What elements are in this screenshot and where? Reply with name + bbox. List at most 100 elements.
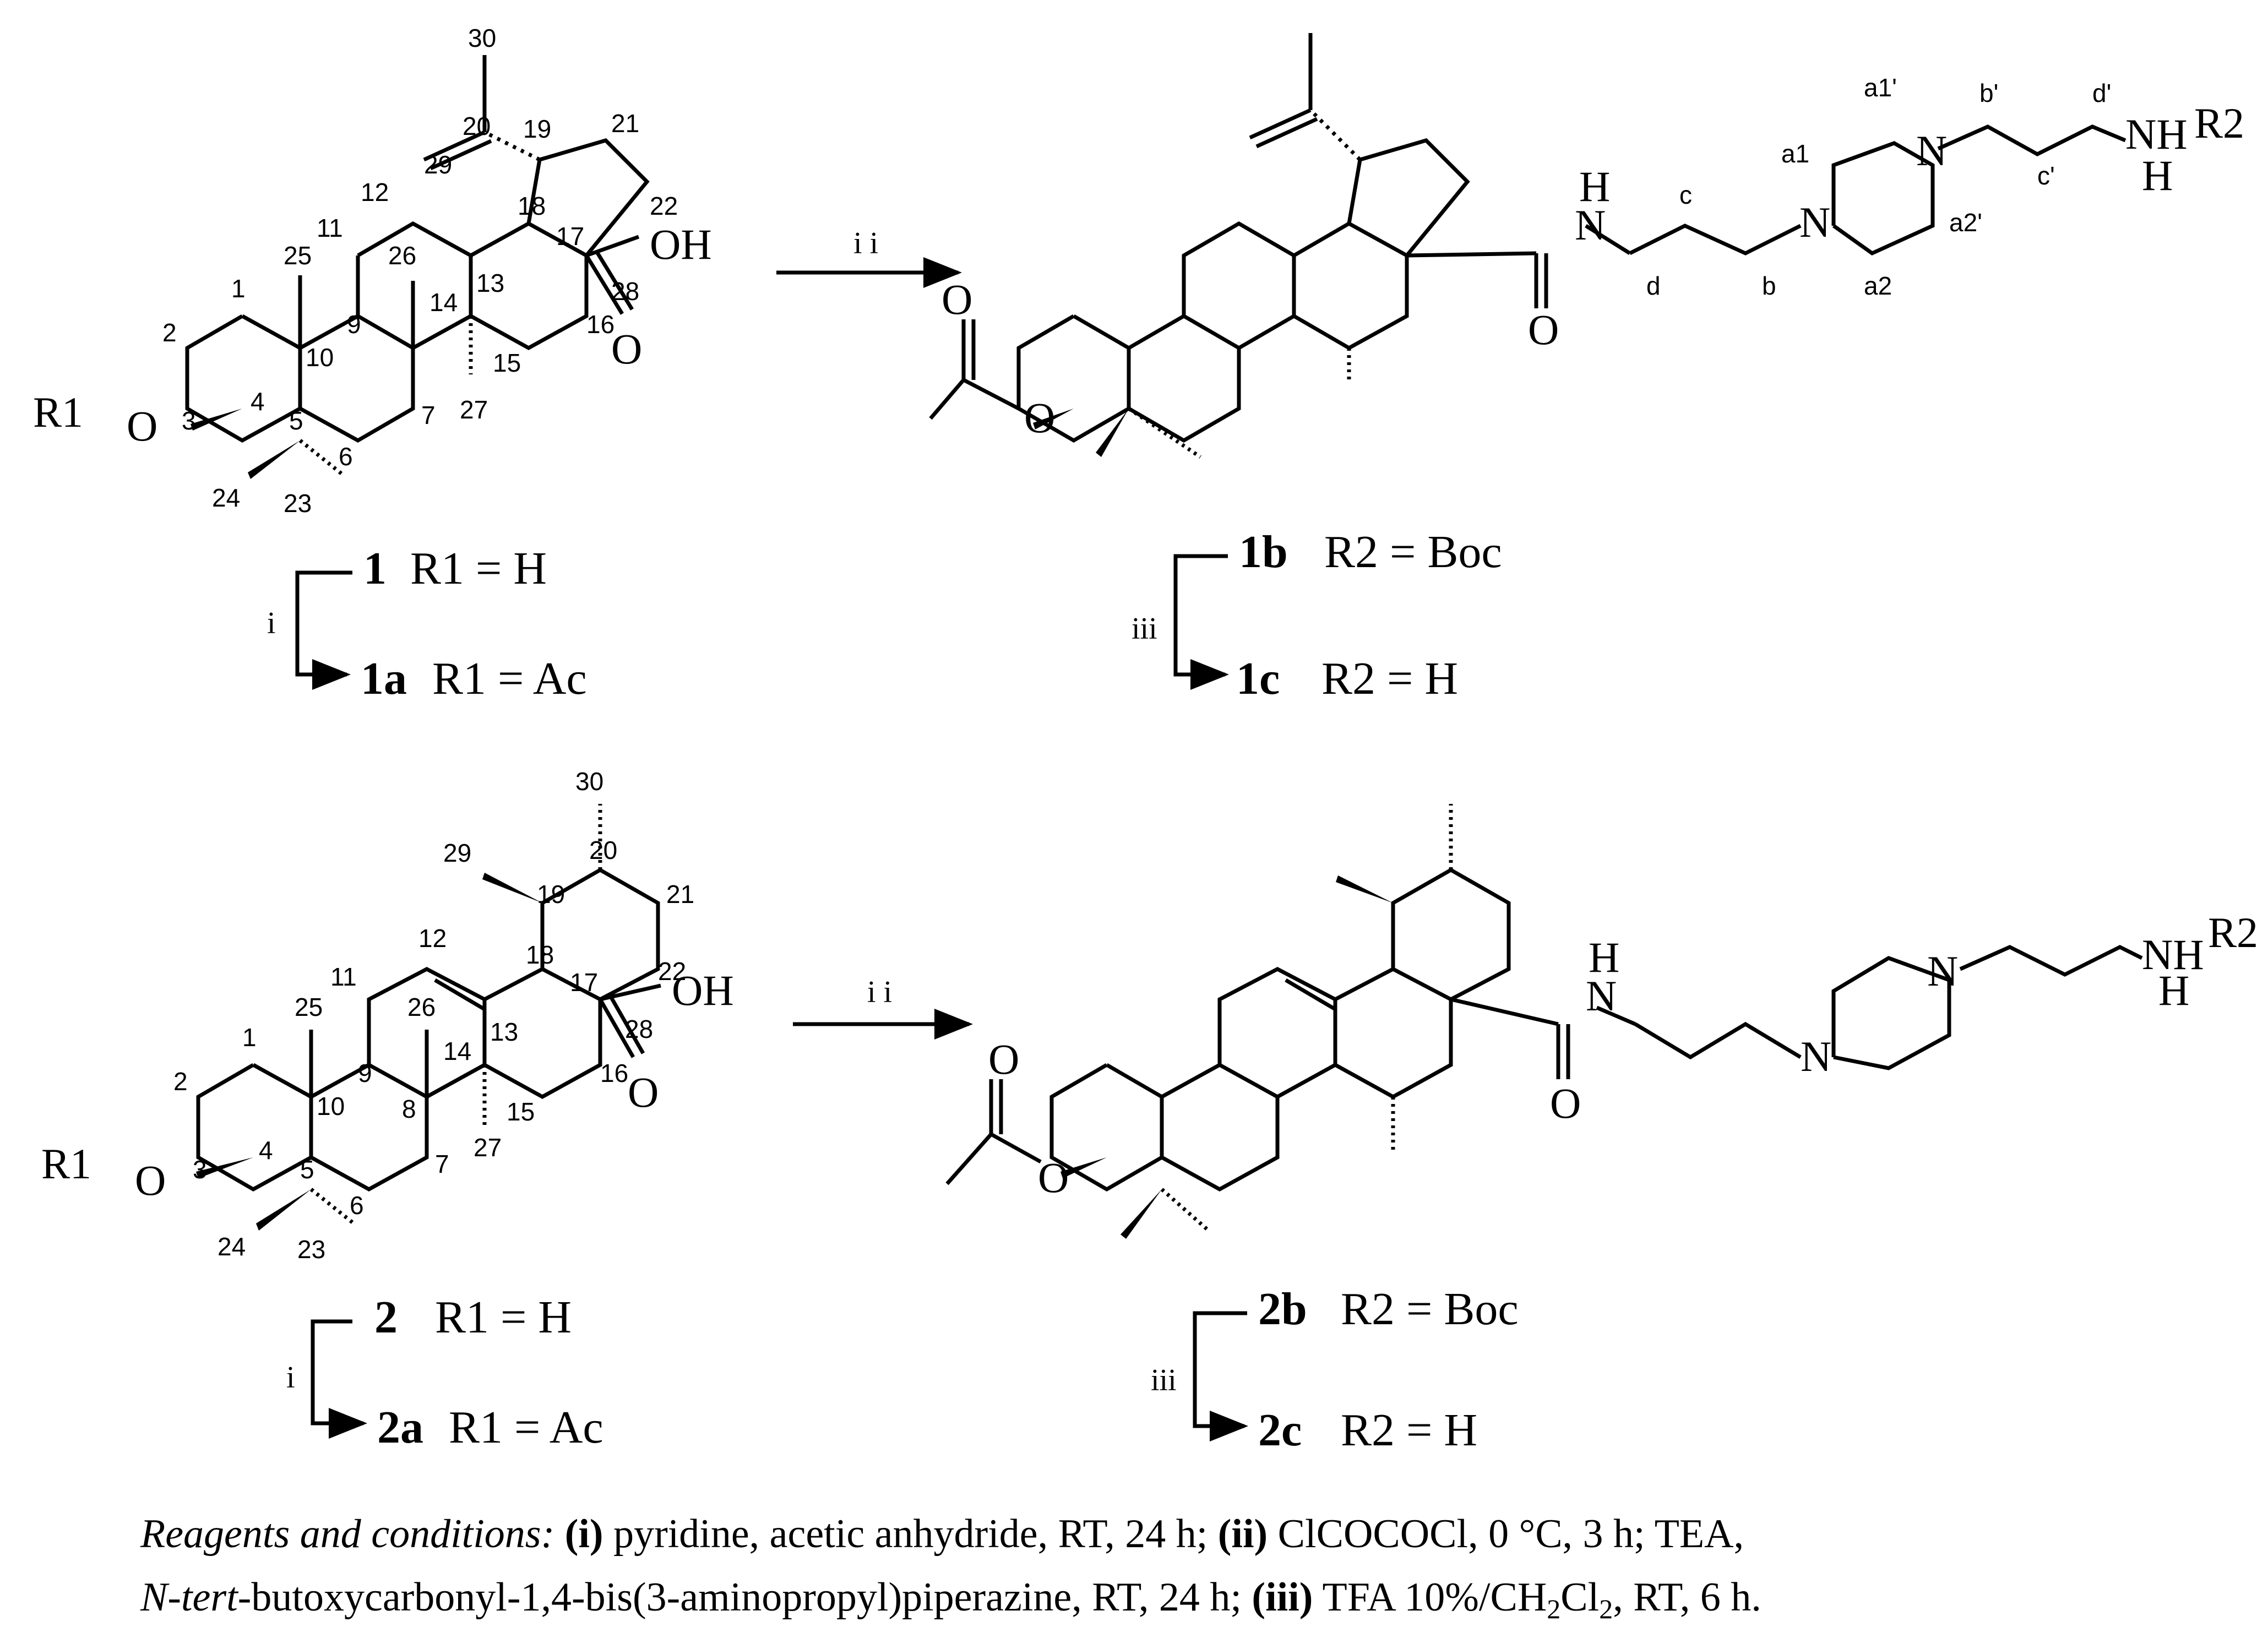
atom-o: O	[1024, 394, 1055, 442]
carbon-number: 1	[231, 274, 246, 303]
carbon-number: 14	[429, 288, 458, 317]
carbon-number: 28	[625, 1015, 653, 1043]
atom-oh: OH	[672, 966, 734, 1014]
carbon-number: 29	[424, 150, 452, 179]
carbon-number: 12	[418, 924, 447, 953]
compound-r1: R1 = H	[435, 1292, 572, 1343]
step-i-label: (i)	[565, 1511, 603, 1557]
carbon-number: 21	[666, 880, 694, 908]
chain-label: c	[1679, 181, 1692, 209]
chain-label: a1	[1781, 139, 1809, 168]
carbon-number: 28	[611, 277, 639, 306]
conditions-heading: Reagents and conditions:	[140, 1511, 554, 1557]
atom-n: N	[1927, 947, 1958, 995]
reaction-arrow-ii-top: i i	[776, 226, 962, 288]
compound-id: 1a	[361, 653, 407, 704]
carbon-number: 22	[650, 192, 678, 220]
carbon-number: 4	[251, 387, 265, 416]
reagent-name: -butoxycarbonyl-1,4-bis(3-aminopropyl)pi…	[238, 1575, 1252, 1620]
reagents-and-conditions-caption: Reagents and conditions: (i) pyridine, a…	[140, 1511, 1761, 1624]
compound-list-2b: iii 2b R2 = Boc 2c R2 = H	[1151, 1283, 1519, 1456]
chain-label: a2	[1864, 271, 1892, 300]
atom-h: H	[2158, 966, 2189, 1014]
carbon-number: 23	[297, 1235, 325, 1264]
carbon-number: 18	[518, 192, 546, 220]
carbon-number: 3	[193, 1155, 207, 1184]
atom-o: O	[988, 1035, 1019, 1083]
step-label: iii	[1151, 1363, 1177, 1397]
carbon-number: 14	[443, 1037, 471, 1065]
chain-label: c'	[2037, 161, 2055, 190]
carbon-number: 16	[586, 310, 614, 339]
subscript: 2	[1547, 1593, 1560, 1624]
step-i-text: pyridine, acetic anhydride, RT, 24 h;	[603, 1511, 1218, 1557]
carbon-number: 27	[474, 1133, 502, 1162]
compound-id: 1b	[1239, 526, 1288, 578]
step-label: iii	[1132, 612, 1157, 646]
carbon-number: 7	[421, 401, 436, 429]
chain-label: b	[1762, 271, 1776, 300]
compound-r1: R1 = Ac	[432, 653, 587, 704]
chain-label: a1'	[1864, 73, 1897, 102]
carbon-number: 3	[182, 406, 196, 435]
compound-r2: R2 = H	[1341, 1405, 1477, 1456]
carbon-number: 1	[242, 1023, 257, 1052]
chain-label: d	[1646, 271, 1661, 300]
atom-n: N	[1586, 972, 1617, 1020]
compound-id: 2	[374, 1292, 398, 1343]
carbon-number: 22	[658, 957, 686, 986]
conditions-line-1: Reagents and conditions: (i) pyridine, a…	[140, 1511, 1744, 1557]
carbon-number: 25	[284, 241, 312, 270]
atom-n: N	[1575, 201, 1606, 249]
carbon-number: 18	[526, 940, 554, 969]
step-iii-text-b: Cl	[1560, 1575, 1599, 1620]
ursane-acid-structure: R1 O OH O 1 2 3 4 5 6 7 8 9 10 11 12 13 …	[41, 767, 734, 1264]
atom-n: N	[1916, 127, 1947, 175]
atom-r2: R2	[2208, 908, 2258, 956]
lupane-acid-structure: R1 O OH O 1 2 3 4 5 6 7 9 10 11 12 13 14…	[33, 24, 712, 518]
step-iii-label: (iii)	[1252, 1575, 1313, 1620]
carbon-number: 15	[493, 349, 521, 377]
carbon-number: 13	[476, 269, 504, 297]
carbon-number: 20	[589, 836, 617, 864]
reagent-label: i i	[853, 226, 878, 260]
chain-label: b'	[1979, 79, 1998, 107]
carbon-number: 17	[556, 222, 584, 251]
atom-r1: R1	[41, 1140, 91, 1188]
compound-id: 2a	[377, 1402, 423, 1453]
atom-oh: OH	[650, 220, 712, 268]
carbon-number: 26	[407, 993, 436, 1021]
compound-id: 2c	[1258, 1405, 1302, 1456]
carbon-number: 11	[317, 214, 343, 242]
atom-n: N	[1799, 198, 1830, 246]
atom-nh: NH	[2142, 931, 2204, 978]
carbon-number: 17	[570, 968, 598, 997]
step-iii-text-a: TFA 10%/CH	[1313, 1575, 1547, 1620]
compound-id: 2b	[1258, 1283, 1307, 1335]
carbon-number: 21	[611, 109, 639, 138]
atom-o-carbonyl: O	[628, 1068, 659, 1116]
chain-label: d'	[2092, 79, 2111, 107]
compound-r1: R1 = H	[410, 543, 547, 594]
carbon-number: 7	[435, 1150, 449, 1178]
step-iii-text-c: , RT, 6 h.	[1613, 1575, 1761, 1620]
carbon-number: 2	[173, 1067, 188, 1096]
carbon-number: 16	[600, 1059, 628, 1087]
compound-id: 1	[363, 543, 387, 594]
atom-r2: R2	[2194, 99, 2244, 147]
carbon-number: 12	[361, 178, 389, 206]
atom-n: N	[1801, 1032, 1831, 1080]
carbon-number: 19	[537, 880, 565, 908]
carbon-number: 9	[347, 310, 361, 339]
carbon-number: 8	[402, 1095, 416, 1123]
atom-h: H	[2142, 151, 2173, 199]
carbon-number: 30	[468, 24, 496, 52]
ursane-amide-product: O O O H N N N NH R2 H	[945, 804, 2258, 1239]
carbon-number: 19	[523, 115, 551, 143]
carbon-number: 10	[317, 1092, 345, 1120]
step-label: i	[286, 1361, 295, 1395]
step-ii-text: ClCOCOCl, 0 °C, 3 h; TEA,	[1268, 1511, 1744, 1557]
subscript: 2	[1599, 1593, 1613, 1624]
atom-nh: NH	[2125, 110, 2188, 158]
